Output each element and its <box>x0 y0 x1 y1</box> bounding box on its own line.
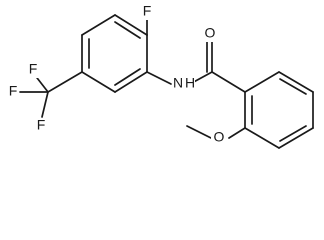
carbonyl-oxygen-label-bg <box>203 26 217 42</box>
molecule-diagram: F F F F O N H O <box>7 3 314 149</box>
ring-bond <box>244 71 280 93</box>
ring-double-bond <box>114 68 141 86</box>
atom-labels: F F F F O N H O <box>9 3 225 145</box>
methoxyphenyl-ring <box>244 71 314 149</box>
atom-label-backgrounds <box>7 4 227 146</box>
cf3-fluorine-label-bg <box>7 84 19 100</box>
fluoro-trifluoromethyl-phenyl-ring <box>81 14 148 93</box>
ring-bond <box>278 71 314 93</box>
methoxy-group <box>186 125 246 139</box>
ring-bond <box>244 127 280 149</box>
cf3-fluorine-bottom-label: F <box>37 117 46 133</box>
cf3-fluorine-label-bg <box>35 118 47 134</box>
carbonyl-oxygen-label: O <box>205 25 216 41</box>
cf3-fluorine-top-label: F <box>29 61 38 77</box>
ring-bond <box>81 71 116 93</box>
ring-bond <box>114 71 148 93</box>
ring-bond <box>81 14 116 36</box>
ring-bond <box>114 14 148 36</box>
amide-linkage <box>189 41 246 93</box>
fluorine-label: F <box>143 3 152 19</box>
cf3-fluorine-label-bg <box>27 62 39 78</box>
amide-hydrogen-label: H <box>185 75 195 91</box>
aryl-amide-bond <box>146 71 172 85</box>
methoxy-methyl-bond <box>186 125 212 139</box>
ring-bond <box>278 127 314 149</box>
left-ring-substituents <box>19 17 172 118</box>
methoxy-oxygen-label: O <box>214 129 225 145</box>
carbonyl-aryl-bond <box>211 71 246 93</box>
cf3-fluorine-left-label: F <box>9 83 18 99</box>
amide-nh-label-bg <box>172 76 195 92</box>
fluorine-label-bg <box>141 4 153 20</box>
ring-double-bond <box>114 21 141 39</box>
aryl-methoxy-bond <box>228 127 246 139</box>
ring-double-bond <box>279 125 307 142</box>
ring-double-bond <box>279 78 307 95</box>
cf3-bond-bottom <box>41 91 49 118</box>
methoxy-oxygen-label-bg <box>211 130 227 146</box>
amide-nitrogen-label: N <box>173 75 183 91</box>
trifluoromethyl-bond <box>47 71 83 93</box>
